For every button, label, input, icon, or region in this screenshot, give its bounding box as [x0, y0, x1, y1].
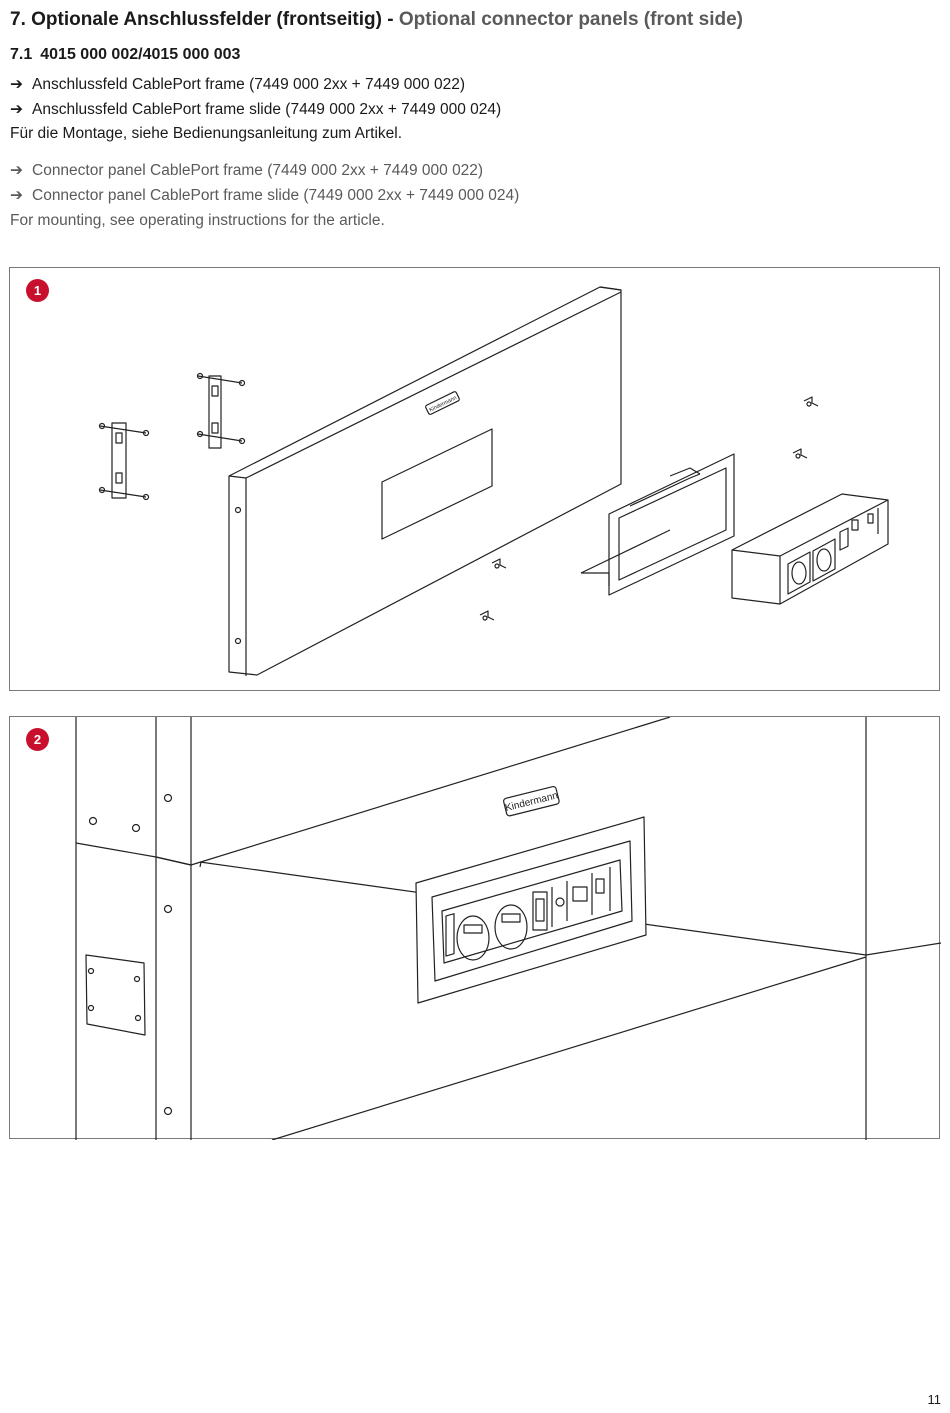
- step-badge-2: 2: [26, 728, 49, 751]
- mounting-bracket-left: [98, 422, 150, 501]
- mounting-note-english: For mounting, see operating instructions…: [10, 212, 385, 229]
- figure-step-2: 2: [9, 716, 941, 1140]
- list-item-german-2: ➔ Anschlussfeld CablePort frame slide (74…: [10, 100, 501, 119]
- connector-module: [731, 493, 889, 605]
- list-item-text: Connector panel CablePort frame (7449 00…: [32, 162, 484, 179]
- step-badge-1: 1: [26, 279, 49, 302]
- list-item-english-1: ➔ Connector panel CablePort frame (7449 0…: [10, 161, 483, 180]
- clip-3: [803, 396, 819, 407]
- cableport-frame-installed: [415, 816, 647, 1004]
- panel-cutout: [381, 428, 493, 540]
- list-item-german-1: ➔ Anschlussfeld CablePort frame (7449 000…: [10, 75, 465, 94]
- list-item-english-2: ➔ Connector panel CablePort frame slide (…: [10, 186, 519, 205]
- installed-assembly-drawing: Kindermann: [75, 717, 941, 1140]
- list-item-text: Connector panel CablePort frame slide (7…: [32, 187, 520, 204]
- mounting-bracket-upper: [196, 372, 246, 449]
- section-title-english: Optional connector panels (front side): [398, 9, 744, 30]
- section-number: 7.: [10, 9, 26, 30]
- mounting-note-german: Für die Montage, siehe Bedienungsanleitu…: [10, 125, 403, 142]
- section-title-german: Optionale Anschlussfelder (frontseitig): [31, 9, 382, 30]
- right-arrow-icon: ➔: [10, 101, 23, 118]
- right-arrow-icon: ➔: [10, 76, 23, 93]
- side-cover-plate: [85, 954, 146, 1036]
- subsection-number: 7.1: [10, 46, 33, 63]
- subsection-heading: 7.1 4015 000 002/4015 000 003: [10, 46, 240, 64]
- figure-step-1: 1 Kindermann: [9, 267, 940, 691]
- list-item-text: Anschlussfeld CablePort frame (7449 000 …: [32, 76, 465, 93]
- kindermann-logo: Kindermann: [503, 785, 560, 817]
- right-arrow-icon: ➔: [10, 162, 23, 179]
- article-numbers: 4015 000 002/4015 000 003: [40, 46, 241, 63]
- right-arrow-icon: ➔: [10, 187, 23, 204]
- front-panel-plate: [228, 286, 622, 676]
- clip-4: [792, 448, 808, 459]
- clip-2: [479, 610, 495, 621]
- cableport-frame: [580, 453, 735, 596]
- section-heading: 7. Optionale Anschlussfelder (frontseiti…: [10, 9, 743, 31]
- page-number: 11: [927, 1392, 942, 1407]
- exploded-assembly-drawing: Kindermann: [98, 286, 889, 676]
- title-separator: -: [387, 9, 394, 30]
- clip-1: [491, 558, 507, 569]
- list-item-text: Anschlussfeld CablePort frame slide (744…: [32, 101, 502, 118]
